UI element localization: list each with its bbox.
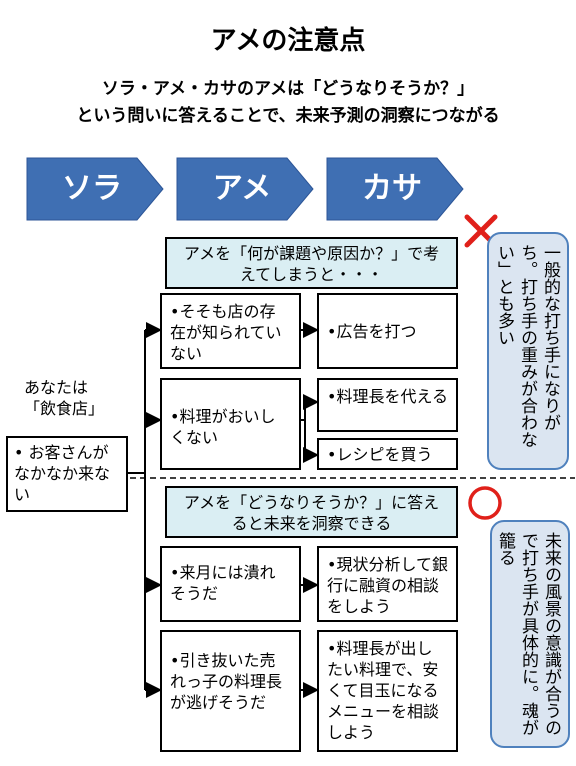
good-kasa-1: •現状分析して銀行に融資の相談をしよう bbox=[317, 546, 458, 622]
chevron-kasa-label: カサ bbox=[362, 171, 422, 206]
good-header: アメを「どうなりそうか？」に答えると未来を洞察できる bbox=[165, 486, 458, 538]
bad-ame-1: •そそも店の存在が知られていない bbox=[160, 293, 301, 369]
page-title: アメの注意点 bbox=[210, 26, 366, 56]
good-ame-1: •来月には潰れそうだ bbox=[160, 546, 301, 622]
good-note: 未来の風景の意識が合うので打ち手が具体的に。魂が籠る bbox=[490, 520, 570, 748]
chevron-ame-shape bbox=[176, 157, 314, 221]
chevron-sora-label: ソラ bbox=[62, 171, 122, 206]
chevron-ame-label: アメ bbox=[212, 171, 272, 206]
subtitle-line-2: という問いに答えることで、未来予測の洞察につながる bbox=[76, 106, 500, 126]
chevron-row bbox=[26, 157, 464, 221]
good-kasa-2: •料理長が出したい料理で、安くて目玉になるメニューを相談しよう bbox=[317, 630, 458, 752]
good-ame-2: •引き抜いた売れっ子の料理長が逃げそうだ bbox=[160, 630, 301, 752]
circle-icon bbox=[468, 486, 502, 520]
bad-kasa-1: •広告を打つ bbox=[317, 293, 458, 369]
chevron-sora-shape bbox=[26, 157, 164, 221]
bad-note: 一般的な打ち手になりがち。打ち手の重みが合わない」とも多い bbox=[487, 232, 569, 470]
subtitle-line-1: ソラ・アメ・カサのアメは「どうなりそうか？」 bbox=[101, 79, 475, 99]
bad-kasa-2a: •料理長を代える bbox=[317, 378, 458, 432]
bad-header: アメを「何が課題や原因か？」で考えてしまうと・・・ bbox=[165, 237, 458, 289]
start-box: • お客さんがなかなか来ない bbox=[6, 436, 128, 512]
bad-kasa-2b: •レシピを買う bbox=[317, 438, 458, 470]
chevron-kasa-shape bbox=[326, 157, 464, 221]
bad-ame-2: •料理がおいしくない bbox=[160, 378, 301, 470]
you-are-label: あなたは 「飲食店」 bbox=[24, 378, 105, 418]
